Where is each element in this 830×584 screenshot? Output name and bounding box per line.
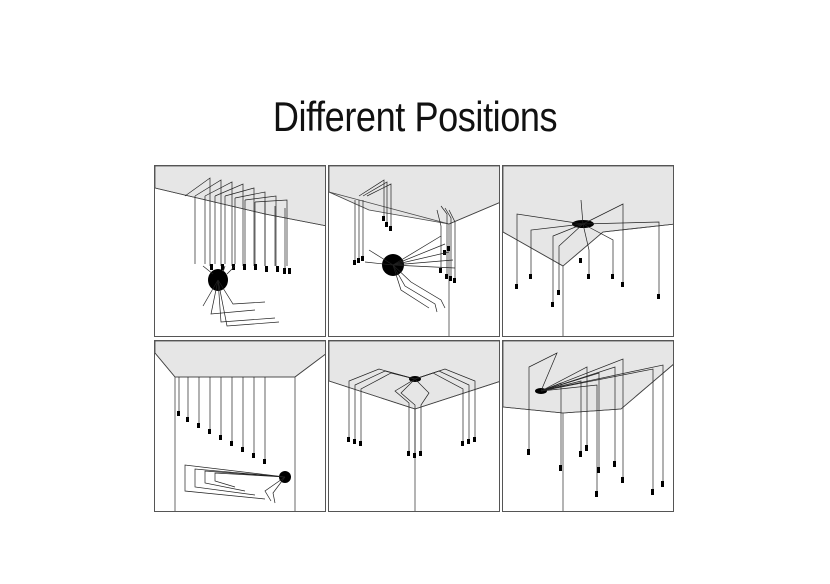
position-panel-5 bbox=[328, 340, 500, 512]
diagram-ceiling-drop bbox=[155, 166, 325, 327]
diagram-ceiling-split bbox=[329, 341, 499, 511]
position-panel-1 bbox=[154, 165, 326, 337]
position-panel-6 bbox=[502, 340, 674, 512]
diagram-ceiling-radial bbox=[503, 166, 673, 336]
diagram-room-corner bbox=[155, 341, 325, 511]
page-title: Different Positions bbox=[272, 93, 558, 140]
diagram-ceiling-angled bbox=[503, 341, 673, 511]
position-panel-2 bbox=[328, 165, 500, 337]
positions-grid bbox=[154, 165, 674, 513]
position-panel-3 bbox=[502, 165, 674, 337]
diagram-wall-corner bbox=[329, 166, 499, 336]
position-panel-4 bbox=[154, 340, 326, 512]
